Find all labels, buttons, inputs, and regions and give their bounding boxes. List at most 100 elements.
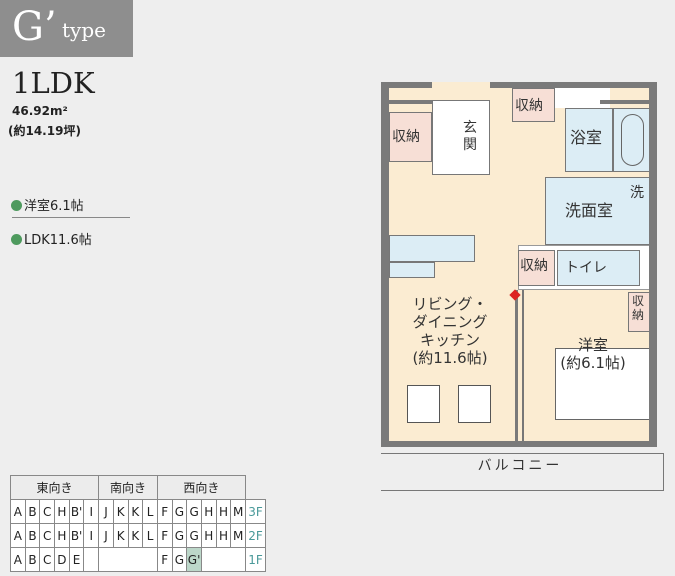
unit-cell[interactable]: K: [112, 523, 129, 548]
unit-cell[interactable]: F: [156, 547, 173, 572]
label-storage: 収納: [392, 129, 420, 145]
unit-cell[interactable]: K: [112, 499, 129, 524]
unit-cell[interactable]: A: [10, 547, 26, 572]
bathroom: [565, 108, 613, 172]
unit-cell[interactable]: K: [127, 499, 144, 524]
unit-cell[interactable]: G': [186, 547, 202, 572]
empty: [246, 476, 266, 500]
unit-cell[interactable]: G: [171, 547, 188, 572]
unit-cell[interactable]: I: [83, 499, 100, 524]
unit-cell[interactable]: [98, 547, 158, 572]
unit-cell[interactable]: [83, 547, 100, 572]
unit-cell[interactable]: B: [24, 499, 41, 524]
unit-cell[interactable]: B: [24, 523, 41, 548]
layout-title: 1LDK: [12, 66, 95, 100]
unit-cell[interactable]: K: [127, 523, 144, 548]
summary-western: 洋室6.1帖: [11, 195, 84, 214]
unit-cell[interactable]: A: [10, 523, 26, 548]
label-storage: 収納: [515, 98, 543, 114]
unit-cell[interactable]: C: [39, 523, 56, 548]
summary-ldk: LDK11.6帖: [11, 229, 92, 248]
label-washroom: 洗面室: [565, 201, 614, 220]
unit-cell[interactable]: M: [230, 499, 246, 524]
text: 関: [463, 136, 477, 153]
unit-cell[interactable]: F: [156, 523, 173, 548]
unit-cell[interactable]: A: [10, 499, 26, 524]
unit-cell[interactable]: G: [171, 523, 188, 548]
entrance: [432, 100, 490, 175]
header-south: 南向き: [98, 475, 158, 500]
bullet-icon: [11, 200, 22, 211]
unit-cell[interactable]: B': [68, 499, 85, 524]
unit-cell[interactable]: H: [215, 523, 232, 548]
label-balcony: バルコニー: [477, 458, 563, 474]
kitchen-counter-2: [389, 262, 435, 278]
tsubo: (約14.19坪): [8, 124, 81, 138]
type-letter: G’: [12, 4, 57, 50]
text: 納: [632, 308, 645, 323]
washroom: [545, 177, 652, 245]
text: (約6.1帖): [560, 354, 626, 372]
header-west: 西向き: [156, 475, 247, 500]
unit-cell[interactable]: C: [39, 547, 56, 572]
text: 洋室: [577, 336, 608, 354]
floor-cell: 2F: [245, 523, 266, 548]
divider: [12, 217, 130, 218]
summary-label: 洋室6.1帖: [24, 199, 84, 214]
unit-cell[interactable]: D: [54, 547, 70, 572]
kitchen-counter: [389, 235, 475, 262]
unit-cell[interactable]: G: [186, 523, 202, 548]
unit-cell[interactable]: E: [68, 547, 85, 572]
text: キッチン: [419, 331, 480, 349]
unit-cell[interactable]: C: [39, 499, 56, 524]
bullet-icon: [11, 234, 22, 245]
unit-cell[interactable]: H: [200, 499, 217, 524]
label-storage-v: 収納: [632, 294, 644, 323]
unit-cell[interactable]: [200, 547, 247, 572]
type-word: type: [62, 18, 106, 42]
unit-cell[interactable]: J: [98, 499, 114, 524]
unit-cell[interactable]: G: [171, 499, 188, 524]
unit-cell[interactable]: M: [230, 523, 246, 548]
unit-cell[interactable]: B': [68, 523, 85, 548]
balcony: [381, 453, 664, 491]
unit-cell[interactable]: H: [200, 523, 217, 548]
unit-cell[interactable]: F: [156, 499, 173, 524]
label-western: 洋室(約6.1帖): [548, 336, 638, 372]
unit-cell[interactable]: H: [215, 499, 232, 524]
text: ダイニング: [412, 313, 488, 331]
label-toilet: トイレ: [565, 260, 607, 276]
table: [458, 385, 491, 423]
floor-cell: 1F: [245, 547, 266, 572]
unit-cell[interactable]: H: [54, 499, 70, 524]
text: 収: [632, 294, 645, 308]
text: 玄: [463, 120, 477, 136]
label-storage: 収納: [520, 258, 548, 274]
label-entrance: 玄関: [463, 120, 477, 154]
unit-cell[interactable]: J: [98, 523, 114, 548]
area: 46.92m²: [12, 104, 68, 118]
unit-cell[interactable]: G: [186, 499, 202, 524]
header-east: 東向き: [9, 475, 100, 500]
unit-cell[interactable]: I: [83, 523, 100, 548]
toilet: [557, 250, 640, 286]
unit-cell[interactable]: L: [142, 499, 158, 524]
storage-left: [389, 112, 432, 162]
text: (約11.6帖): [412, 349, 488, 367]
storage-top: [512, 88, 555, 122]
label-washer: 洗: [630, 185, 644, 201]
pipe-space: [555, 88, 610, 108]
label-ldk: リビング・ダイニングキッチン(約11.6帖): [395, 295, 505, 367]
unit-cell[interactable]: B: [24, 547, 41, 572]
unit-cell[interactable]: L: [142, 523, 158, 548]
summary-label: LDK11.6帖: [24, 233, 92, 248]
text: リビング・: [412, 295, 488, 313]
type-header: G’ type: [0, 0, 133, 57]
floor-cell: 3F: [245, 499, 266, 524]
sofa: [407, 385, 440, 423]
unit-cell[interactable]: H: [54, 523, 70, 548]
storage-right: [628, 292, 652, 332]
storage-mid: [518, 250, 555, 286]
